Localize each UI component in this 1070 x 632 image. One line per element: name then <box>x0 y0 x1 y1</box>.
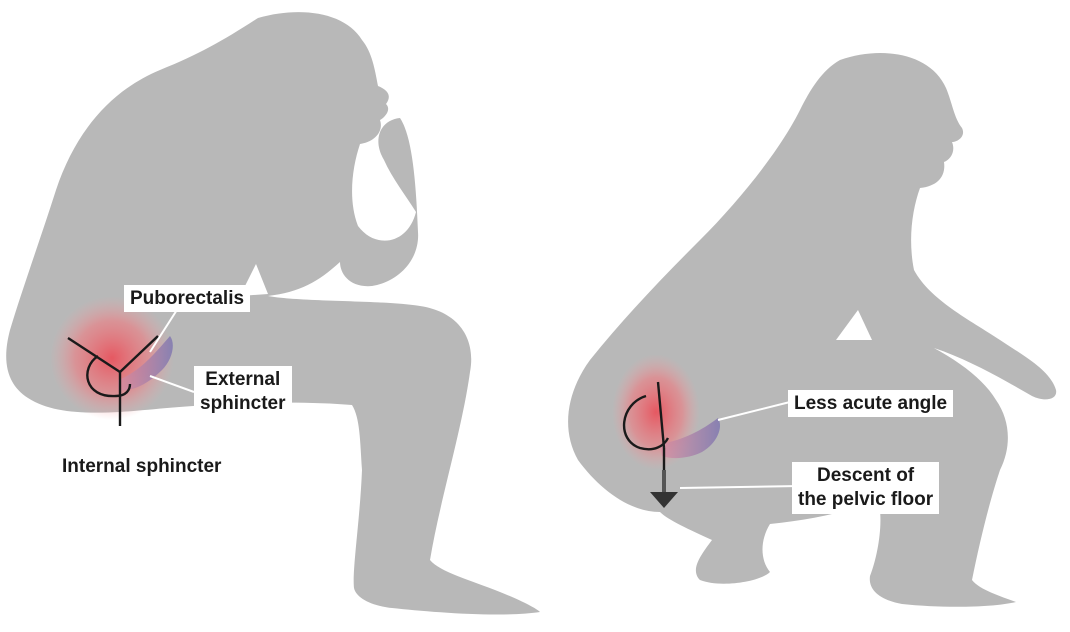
label-internal-sphincter: Internal sphincter <box>56 453 227 480</box>
label-descent-line2: the pelvic floor <box>798 488 933 512</box>
label-descent-line1: Descent of <box>798 464 933 488</box>
label-external-sphincter-line1: External <box>200 368 286 392</box>
squatting-person-silhouette <box>568 53 1056 607</box>
label-puborectalis: Puborectalis <box>124 285 250 312</box>
label-external-sphincter: External sphincter <box>194 366 292 418</box>
label-external-sphincter-line2: sphincter <box>200 392 286 416</box>
label-descent-pelvic-floor: Descent of the pelvic floor <box>792 462 939 514</box>
label-less-acute-angle: Less acute angle <box>788 390 953 417</box>
left-rectum-highlight <box>50 296 174 420</box>
